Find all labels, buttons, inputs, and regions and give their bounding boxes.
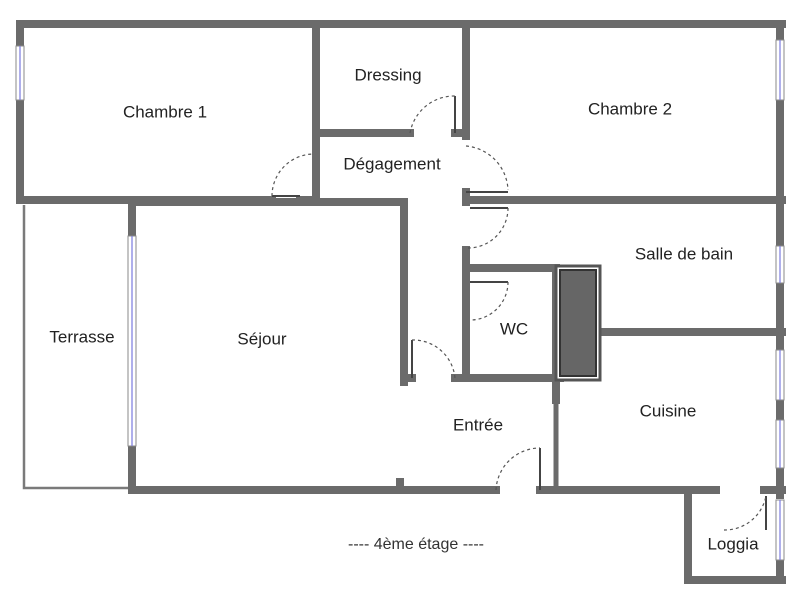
- door-chambre1: [271, 153, 315, 197]
- window-loggia: [775, 499, 785, 561]
- window-chambre2: [775, 39, 785, 101]
- label-entree: Entrée: [453, 415, 503, 434]
- doors: [271, 95, 767, 531]
- terrace-outline: [22, 205, 132, 490]
- technical-duct: [554, 264, 602, 382]
- door-sejour: [411, 339, 456, 379]
- label-degagement: Dégagement: [343, 154, 441, 173]
- door-entree: [495, 447, 541, 491]
- door-salle-de-bain: [467, 207, 509, 249]
- label-dressing: Dressing: [354, 65, 421, 84]
- label-cuisine: Cuisine: [640, 401, 697, 420]
- door-loggia: [723, 495, 767, 531]
- window-sejour: [127, 235, 137, 447]
- label-loggia: Loggia: [707, 534, 759, 553]
- room-labels: Chambre 1 Dressing Chambre 2 Dégagement …: [49, 65, 759, 553]
- window-salle-de-bain: [775, 245, 785, 284]
- door-dressing: [409, 95, 456, 134]
- label-salle-de-bain: Salle de bain: [635, 244, 733, 263]
- label-sejour: Séjour: [237, 329, 286, 348]
- window-cuisine-2: [775, 419, 785, 469]
- window-chambre1: [15, 45, 25, 101]
- label-chambre-2: Chambre 2: [588, 99, 672, 118]
- label-chambre-1: Chambre 1: [123, 102, 207, 121]
- windows: [15, 39, 785, 561]
- label-terrasse: Terrasse: [49, 327, 114, 346]
- door-chambre2: [465, 145, 509, 193]
- label-wc: WC: [500, 319, 528, 338]
- floor-caption: ---- 4ème étage ----: [348, 536, 484, 553]
- window-cuisine-1: [775, 349, 785, 401]
- door-wc: [470, 281, 509, 321]
